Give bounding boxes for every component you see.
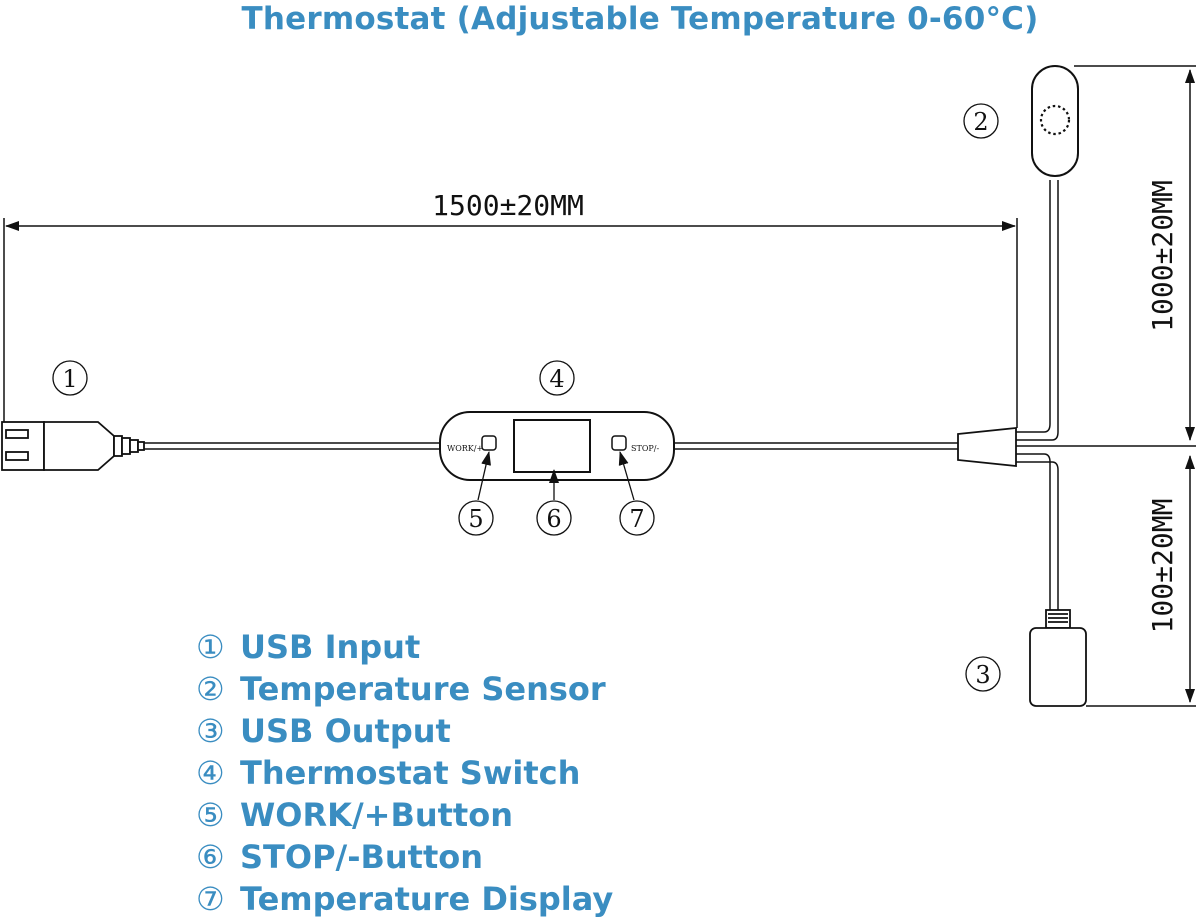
legend-item: ③ USB Output — [196, 710, 613, 752]
usb-input-plug — [1, 421, 145, 471]
legend-item: ⑥ STOP/-Button — [196, 836, 613, 878]
callout-5: 5 — [458, 451, 494, 536]
legend-label: USB Input — [240, 628, 421, 666]
output-cable-dimension: 100±20MM — [1086, 455, 1196, 707]
legend-number: ④ — [196, 754, 225, 792]
svg-text:3: 3 — [975, 661, 990, 689]
legend-item: ⑤ WORK/+Button — [196, 794, 613, 836]
callout-2: 2 — [963, 103, 999, 139]
legend-item: ② Temperature Sensor — [196, 668, 613, 710]
output-cable-label: 100±20MM — [1146, 499, 1179, 634]
cable-splitter — [957, 427, 1017, 467]
thermostat-switch: WORK/+ STOP/- — [439, 411, 675, 481]
stop-button — [611, 435, 627, 451]
legend-number: ⑥ — [196, 838, 225, 876]
output-cable — [674, 442, 958, 450]
legend-label: Temperature Sensor — [240, 670, 606, 708]
temperature-display-screen — [513, 419, 591, 473]
work-button-label: WORK/+ — [447, 444, 483, 453]
legend-label: STOP/-Button — [240, 838, 484, 876]
callout-6: 6 — [536, 469, 572, 536]
svg-text:4: 4 — [549, 365, 564, 393]
legend-label: Thermostat Switch — [240, 754, 581, 792]
stop-button-label: STOP/- — [631, 444, 659, 453]
legend-number: ② — [196, 670, 225, 708]
legend-item: ④ Thermostat Switch — [196, 752, 613, 794]
svg-text:1: 1 — [62, 365, 77, 393]
legend-item: ① USB Input — [196, 626, 613, 668]
sensor-cable-label: 1000±20MM — [1146, 180, 1179, 332]
svg-text:7: 7 — [629, 505, 644, 533]
legend-number: ③ — [196, 712, 225, 750]
callout-1: 1 — [52, 360, 88, 396]
callout-4: 4 — [539, 360, 575, 396]
work-button — [481, 435, 497, 451]
callout-3: 3 — [965, 656, 1001, 692]
legend-label: WORK/+Button — [240, 796, 513, 834]
legend-number: ⑤ — [196, 796, 225, 834]
usb-output-socket — [1029, 609, 1087, 707]
legend-label: USB Output — [240, 712, 451, 750]
diagram-title: Thermostat (Adjustable Temperature 0-60°… — [241, 1, 1039, 37]
legend: ① USB Input ② Temperature Sensor ③ USB Outp… — [196, 626, 613, 920]
legend-item: ⑦ Temperature Display — [196, 878, 613, 920]
input-cable — [144, 442, 440, 450]
legend-number: ⑦ — [196, 880, 225, 918]
cable-length-label: 1500±20MM — [432, 189, 584, 222]
splitter-leads — [1016, 180, 1196, 610]
legend-label: Temperature Display — [240, 880, 614, 918]
cable-length-dimension: 1500±20MM — [3, 189, 1018, 428]
svg-text:6: 6 — [546, 505, 561, 533]
callout-7: 7 — [618, 451, 655, 536]
svg-text:2: 2 — [973, 108, 988, 136]
temperature-sensor — [1031, 65, 1079, 177]
sensor-cable-dimension: 1000±20MM — [1074, 65, 1196, 441]
legend-number: ① — [196, 628, 225, 666]
svg-text:5: 5 — [468, 505, 483, 533]
